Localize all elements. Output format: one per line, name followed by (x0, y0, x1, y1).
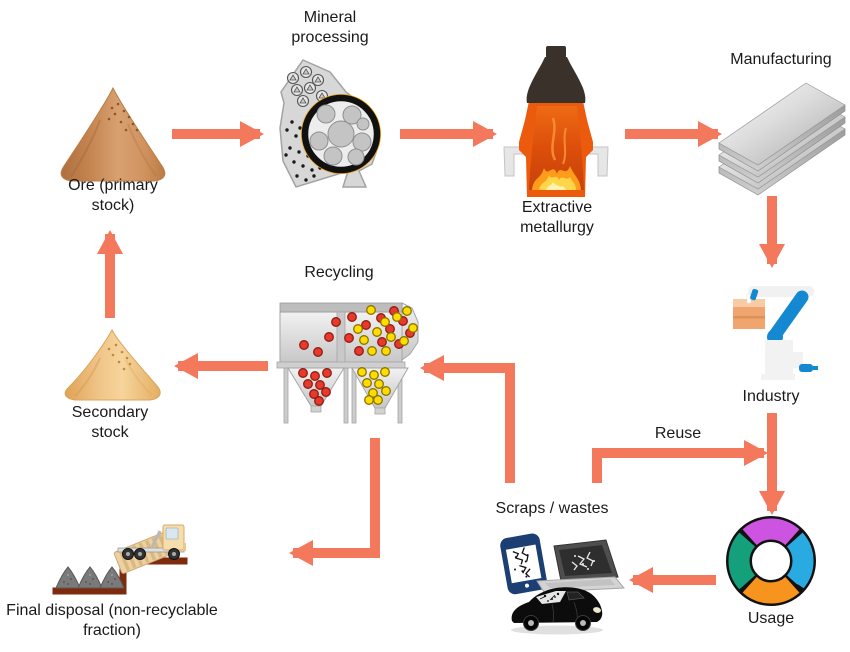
label-usage: Usage (747, 610, 795, 627)
furnace-icon (503, 46, 609, 197)
red-particles (298, 306, 415, 406)
robot-arm-icon (733, 286, 818, 380)
label-mineral-processing: Mineral processing (291, 9, 369, 47)
mill-balls (309, 104, 372, 166)
label-industry: Industry (742, 388, 800, 405)
label-final-disposal: Final disposal (non-recyclable fraction) (6, 602, 218, 640)
arrow-reuse (592, 440, 768, 483)
dump-truck-icon (113, 524, 186, 574)
crusher-icon (279, 59, 381, 188)
label-reuse: Reuse (654, 425, 702, 442)
falling-particles (284, 120, 322, 182)
broken-phone-icon (500, 533, 548, 595)
label-scraps-wastes: Scraps / wastes (495, 500, 609, 517)
scrap-car-icon (511, 587, 603, 635)
flow-arrows (97, 121, 785, 593)
arrow-recycling-to-disposal (289, 438, 380, 566)
label-manufacturing: Manufacturing (730, 51, 832, 68)
arrow-scraps-to-recycling (420, 355, 515, 483)
yellow-particles (353, 305, 418, 405)
cardboard-box-icon (733, 288, 765, 329)
ore-pile-icon (60, 86, 166, 182)
label-ore: Ore (primary stock) (68, 177, 158, 215)
waste-piles-icon (55, 566, 125, 589)
recycling-sorter-icon (276, 302, 419, 424)
usage-cycle-icon (726, 516, 816, 606)
label-extractive-metallurgy: Extractive metallurgy (520, 199, 594, 237)
label-recycling: Recycling (304, 264, 374, 281)
secondary-stock-pile-icon (64, 328, 161, 401)
label-secondary-stock: Secondary stock (71, 404, 149, 442)
broken-laptop-icon (536, 539, 626, 593)
metal-sheets-icon (718, 82, 846, 196)
